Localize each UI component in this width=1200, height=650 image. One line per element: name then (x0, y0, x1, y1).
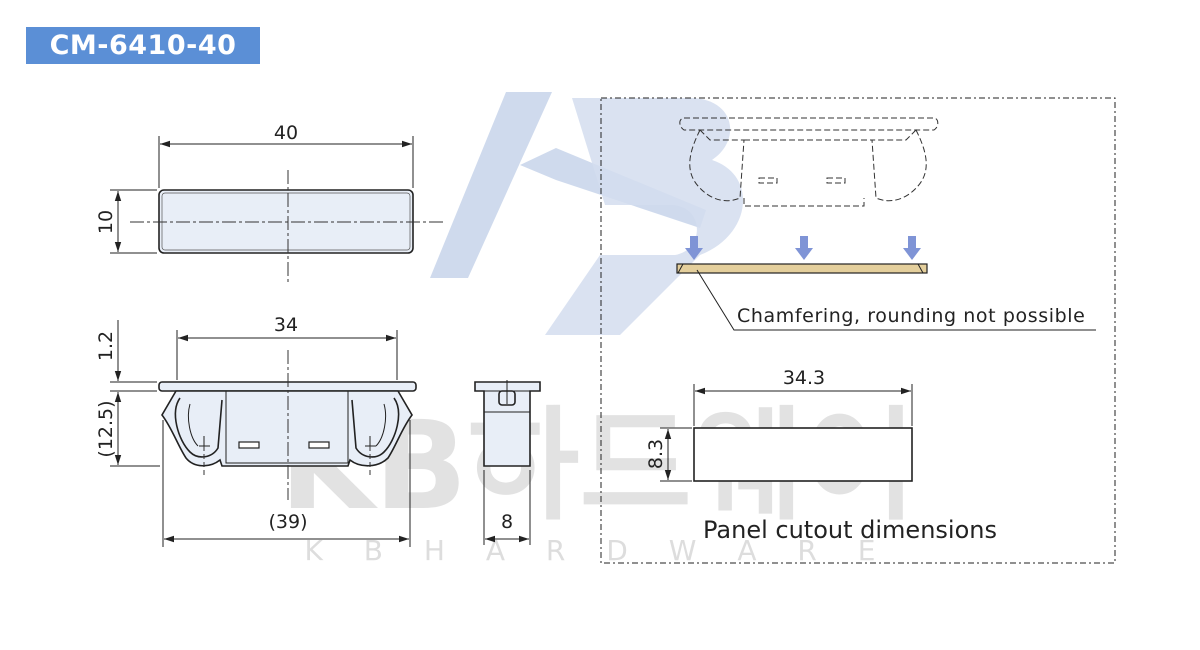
press-arrow-icon (795, 236, 813, 260)
dim-top-width: 40 (274, 122, 298, 144)
dim-cutout-height: 8.3 (645, 439, 667, 469)
front-left-clip (174, 397, 223, 458)
side-view: 8 (474, 380, 541, 545)
product-code-badge: CM-6410-40 (26, 27, 260, 64)
dim-top-height: 10 (95, 210, 117, 234)
press-arrow-icon (685, 236, 703, 260)
cutout-caption: Panel cutout dimensions (703, 516, 997, 544)
chamfer-leader-line (696, 269, 1096, 331)
dim-side-depth: 8 (501, 511, 513, 533)
watermark-b-shape (545, 98, 744, 335)
panel-mounting-detail: Chamfering, rounding not possible 34.3 8… (600, 97, 1116, 564)
front-slot-right (308, 441, 330, 449)
dim-overall-width: (39) (268, 511, 307, 533)
top-view: 40 10 (95, 122, 445, 282)
detail-frame (600, 97, 1116, 564)
front-slot-left (238, 441, 260, 449)
press-arrow-icon (903, 236, 921, 260)
dim-cutout-width: 34.3 (783, 367, 825, 389)
front-right-clip (351, 397, 400, 458)
dim-front-inner-width: 34 (274, 314, 298, 336)
chamfer-note: Chamfering, rounding not possible (737, 305, 1085, 327)
dim-body-height: (12.5) (95, 400, 117, 457)
phantom-part (679, 117, 939, 207)
front-view: 34 1.2 (12.5) (39) (95, 314, 417, 547)
watermark-k-shape (430, 92, 706, 278)
panel-section (676, 263, 928, 274)
press-arrows (685, 236, 921, 260)
cutout-rect (693, 427, 913, 482)
dim-flange-thickness: 1.2 (95, 331, 117, 361)
front-body (161, 390, 413, 467)
